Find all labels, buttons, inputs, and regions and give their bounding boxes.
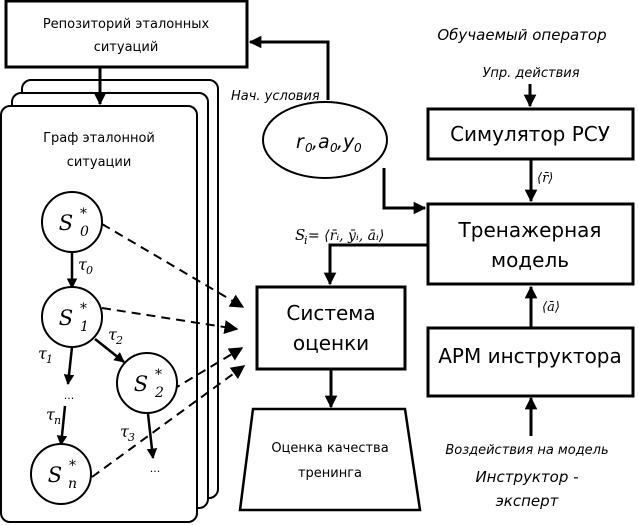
repository-label-line1: Репозиторий эталонных [43,17,210,32]
tau0-sub: 0 [86,264,93,277]
node-sn-sub: n [68,476,77,492]
edge-label-tau2: τ 2 [108,325,123,347]
edge-label-tau0: τ 0 [78,255,93,277]
node-s1: S 1 * [41,286,103,348]
tau3-base: τ [120,422,130,441]
repository-label-line2: ситуаций [94,40,159,55]
tau2-base: τ [108,325,118,344]
graph-card-title-line1: Граф эталонной [43,131,155,146]
edge-label-tau1: τ 1 [38,344,53,366]
node-s0-base: S [59,211,73,235]
state-formula-s: S [295,226,305,244]
instructor-label-line2: эксперт [496,492,560,510]
tau1-base: τ [38,344,48,363]
ic-comma-1: , [312,131,318,153]
node-s2-base: S [134,372,148,396]
state-formula: S i = ⟨r̄ᵢ, ȳᵢ, āᵢ⟩ [295,226,384,247]
quality-label-line2: тренинга [298,466,362,481]
ic-a: a [318,131,330,153]
edge-ellipsis-sn [56,405,68,447]
training-model-label-line2: модель [491,248,569,272]
model-impact-label: Воздействия на модель [445,443,608,458]
instructor-label-line1: Инструктор - [475,468,578,486]
evaluation-label-line2: оценки [293,331,369,355]
ellipsis-2: ... [150,462,161,475]
node-s0-sup: * [80,206,87,222]
evaluation-system-box: Система оценки [255,285,407,371]
edge-label-taun: τ n [46,405,61,427]
ic-y: y [342,131,355,153]
node-sn: S n * [30,443,92,505]
ic-r-sub: 0 [305,141,313,155]
taun-sub: n [54,414,61,427]
repository-box: Репозиторий эталонных ситуаций [4,0,249,69]
edge-label-tau3: τ 3 [120,422,135,444]
node-s0-sub: 0 [80,224,89,240]
node-s2-sub: 2 [154,385,164,401]
simulator-box: Симулятор РСУ [426,107,635,161]
tau2-sub: 2 [115,334,123,347]
tau0-base: τ [78,255,88,274]
training-model-label-line1: Тренажерная [458,218,602,242]
evaluation-label-line1: Система [286,301,375,325]
taun-base: τ [46,405,56,424]
node-sn-sup: * [69,458,76,474]
initial-conditions-label: Нач. условия [231,89,320,104]
dashed-arrow-s0-eval [101,223,245,308]
ic-r: r [296,131,305,153]
ellipsis-1: ... [64,389,75,402]
node-s1-sub: 1 [80,319,89,335]
simulator-output-label: ⟨r̄⟩ [537,171,553,186]
node-s1-sup: * [80,301,87,317]
workstation-output-label: ⟨ā⟩ [542,300,560,315]
initial-conditions-values: r 0 , a 0 , y 0 [296,131,362,155]
trainee-title: Обучаемый оператор [437,26,606,44]
dashed-arrow-s2-eval [171,347,244,391]
instructor-workstation-box: АРМ инструктора [426,326,635,398]
edge-s1-s2 [94,338,125,363]
arrow-ellipse-to-model [382,168,427,215]
graph-card-stack: Граф эталонной ситуации [0,79,219,523]
ic-comma-2: , [337,131,343,153]
state-formula-sub: i [304,234,308,247]
quality-label-line1: Оценка качества [271,441,388,456]
training-model-box: Тренажерная модель [426,202,635,286]
training-quality-shape: Оценка качества тренинга [238,407,422,512]
dashed-arrow-sn-eval [91,365,246,478]
dashed-arrow-s1-eval [101,307,239,334]
edge-s1-ellipsis [63,346,75,386]
control-actions-label: Упр. действия [482,66,579,81]
node-s2: S 2 * [116,352,178,414]
tau1-sub: 1 [46,353,53,366]
node-s0: S 0 * [41,191,103,253]
tau3-sub: 3 [128,431,135,444]
graph-card-title-line2: ситуации [67,155,132,170]
node-s1-base: S [59,306,73,330]
ic-a-sub: 0 [330,141,338,155]
arrow-model-to-evaluation [323,243,428,286]
edge-s2-ellipsis [146,413,158,460]
initial-conditions-ellipse [262,101,388,179]
node-s2-sup: * [155,367,162,383]
arrow-ellipse-to-repository [248,35,330,100]
workstation-label: АРМ инструктора [438,344,622,368]
state-formula-body: = ⟨r̄ᵢ, ȳᵢ, āᵢ⟩ [308,228,384,244]
node-sn-base: S [48,463,62,487]
simulator-label: Симулятор РСУ [450,122,610,146]
ic-y-sub: 0 [354,141,362,155]
